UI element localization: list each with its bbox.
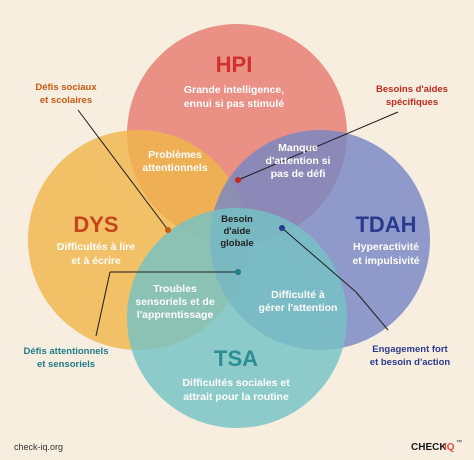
- title-tdah: TDAH: [355, 212, 416, 237]
- brand-tm: ™: [456, 439, 462, 446]
- desc-dys-line1: Difficultés à lire: [57, 241, 135, 253]
- overlap-dys-tsa-line3: l'apprentissage: [137, 309, 214, 321]
- desc-hpi-line2: ennui si pas stimulé: [184, 98, 285, 110]
- title-tsa: TSA: [214, 346, 258, 371]
- desc-tdah-line2: et impulsivité: [352, 255, 419, 267]
- overlap-hpi-dys-line2: attentionnels: [142, 162, 207, 174]
- overlap-center-line2: d'aide: [223, 226, 250, 237]
- footer-url: check-iq.org: [14, 442, 63, 452]
- overlap-hpi-tdah-line1: Manque: [278, 142, 318, 154]
- dot-top-right: [235, 177, 241, 183]
- side-bottom-left-line1: Défis attentionnels: [24, 346, 109, 357]
- overlap-tdah-tsa-line2: gérer l'attention: [259, 302, 338, 314]
- brand-iq: IQ: [444, 442, 455, 453]
- desc-tdah-line1: Hyperactivité: [353, 241, 419, 253]
- side-top-right-line1: Besoins d'aides: [376, 84, 448, 95]
- overlap-center-line1: Besoin: [221, 214, 253, 225]
- title-hpi: HPI: [216, 52, 253, 77]
- circle-tsa: [127, 208, 347, 428]
- side-top-left-line1: Défis sociaux: [35, 82, 97, 93]
- dot-bottom-left: [235, 269, 241, 275]
- overlap-hpi-tdah-line2: d'attention si: [266, 155, 331, 167]
- title-dys: DYS: [73, 212, 118, 237]
- desc-tsa-line2: attrait pour la routine: [183, 391, 289, 403]
- overlap-dys-tsa-line2: sensoriels et de: [135, 296, 215, 308]
- dot-top-left: [165, 227, 171, 233]
- side-top-right-line2: spécifiques: [386, 97, 438, 108]
- side-bottom-left-line2: et sensoriels: [37, 359, 95, 370]
- side-bottom-right-line1: Engagement fort: [372, 344, 448, 355]
- connector-top-right: [237, 111, 399, 181]
- connector-bottom-right-2: [281, 227, 357, 293]
- side-top-left-line2: et scolaires: [40, 95, 92, 106]
- brand-logo: CHECK IQ ™: [411, 439, 462, 453]
- desc-tsa-line1: Difficultés sociales et: [182, 377, 290, 389]
- connector-bottom-left: [95, 271, 111, 337]
- overlap-dys-tsa-line1: Troubles: [153, 283, 197, 295]
- connector-lines: [77, 109, 399, 337]
- connector-bottom-right: [355, 291, 389, 331]
- dot-bottom-right: [279, 225, 285, 231]
- side-bottom-right-line2: et besoin d'action: [370, 357, 451, 368]
- connector-top-left: [77, 109, 169, 231]
- overlap-center-line3: globale: [220, 238, 253, 249]
- desc-dys-line2: et à écrire: [71, 255, 121, 267]
- overlap-hpi-tdah-line3: pas de défi: [271, 168, 326, 180]
- overlap-hpi-dys-line1: Problèmes: [148, 149, 202, 161]
- desc-hpi-line1: Grande intelligence,: [184, 84, 284, 96]
- connector-dots: [165, 177, 285, 275]
- brand-check: CHECK: [411, 442, 447, 453]
- overlap-tdah-tsa-line1: Difficulté à: [271, 289, 325, 301]
